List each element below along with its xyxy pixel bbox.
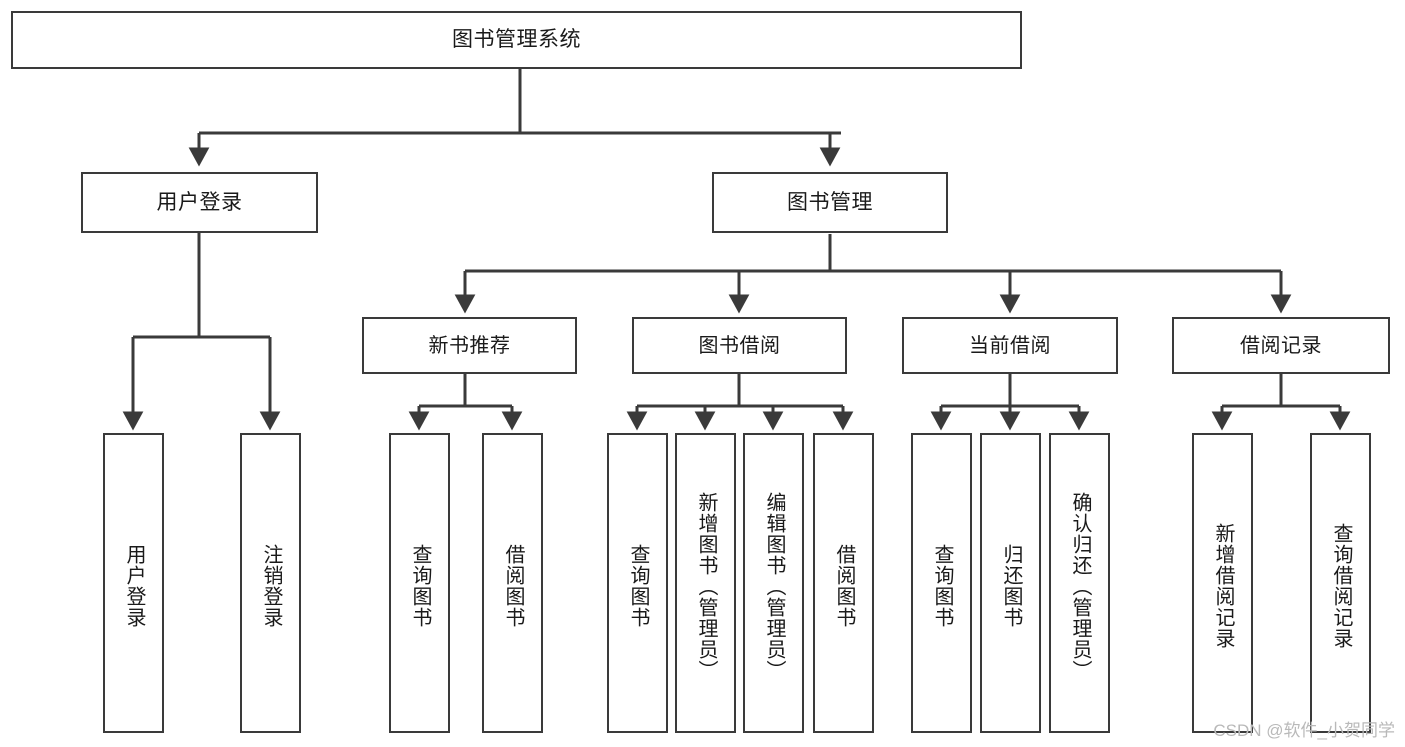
leaf-label: 新增图书（管理员） xyxy=(695,491,717,681)
node-new-book-recommend[interactable]: 新书推荐 xyxy=(362,317,577,374)
leaf-label: 归还图书 xyxy=(1000,544,1022,628)
node-borrow-record-label: 借阅记录 xyxy=(1240,334,1322,357)
node-current-borrow[interactable]: 当前借阅 xyxy=(902,317,1118,374)
leaf-label: 确认归还（管理员） xyxy=(1069,491,1091,681)
leaf-label: 编辑图书（管理员） xyxy=(763,491,785,681)
leaf-label: 查询图书 xyxy=(627,544,649,628)
leaf-borrow-record-query-record[interactable]: 查询借阅记录 xyxy=(1310,433,1371,733)
leaf-label: 新增借阅记录 xyxy=(1212,523,1234,649)
node-book-management[interactable]: 图书管理 xyxy=(712,172,948,233)
leaf-new-book-query-book[interactable]: 查询图书 xyxy=(389,433,450,733)
leaf-book-borrow-edit-book[interactable]: 编辑图书（管理员） xyxy=(743,433,804,733)
leaf-user-login-logout[interactable]: 注销登录 xyxy=(240,433,301,733)
leaf-label: 查询图书 xyxy=(931,544,953,628)
node-borrow-record[interactable]: 借阅记录 xyxy=(1172,317,1390,374)
leaf-label: 查询借阅记录 xyxy=(1330,523,1352,649)
node-root[interactable]: 图书管理系统 xyxy=(11,11,1022,69)
leaf-current-borrow-return-book[interactable]: 归还图书 xyxy=(980,433,1041,733)
leaf-current-borrow-confirm-return[interactable]: 确认归还（管理员） xyxy=(1049,433,1110,733)
leaf-book-borrow-borrow-book[interactable]: 借阅图书 xyxy=(813,433,874,733)
node-user-login-label: 用户登录 xyxy=(156,190,243,214)
node-current-borrow-label: 当前借阅 xyxy=(969,334,1051,357)
leaf-label: 查询图书 xyxy=(409,544,431,628)
node-user-login[interactable]: 用户登录 xyxy=(81,172,318,233)
node-book-management-label: 图书管理 xyxy=(787,190,873,214)
leaf-label: 用户登录 xyxy=(123,544,145,628)
watermark: CSDN @软件_小贺同学 xyxy=(1213,721,1395,740)
leaf-label: 注销登录 xyxy=(260,544,282,628)
leaf-new-book-borrow-book[interactable]: 借阅图书 xyxy=(482,433,543,733)
node-new-book-recommend-label: 新书推荐 xyxy=(428,334,511,357)
node-book-borrow-label: 图书借阅 xyxy=(698,334,781,357)
node-root-label: 图书管理系统 xyxy=(452,28,581,52)
leaf-label: 借阅图书 xyxy=(833,544,855,628)
leaf-user-login-login[interactable]: 用户登录 xyxy=(103,433,164,733)
leaf-book-borrow-query-book[interactable]: 查询图书 xyxy=(607,433,668,733)
leaf-borrow-record-add-record[interactable]: 新增借阅记录 xyxy=(1192,433,1253,733)
node-book-borrow[interactable]: 图书借阅 xyxy=(632,317,847,374)
leaf-current-borrow-query-book[interactable]: 查询图书 xyxy=(911,433,972,733)
leaf-book-borrow-add-book[interactable]: 新增图书（管理员） xyxy=(675,433,736,733)
leaf-label: 借阅图书 xyxy=(502,544,524,628)
